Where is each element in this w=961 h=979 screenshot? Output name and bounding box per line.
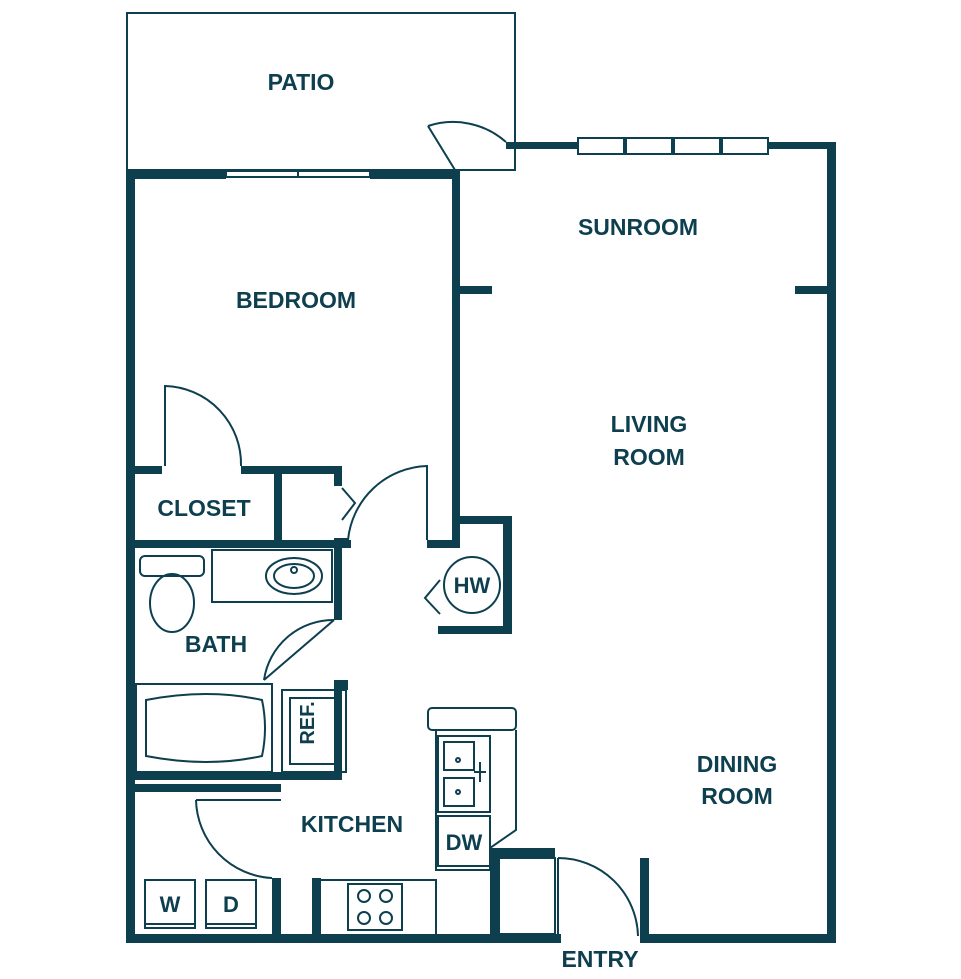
exterior-walls: [126, 142, 836, 943]
patio-swing-door: [427, 121, 507, 171]
room-label-living-1: LIVING: [611, 411, 688, 437]
room-label-living-2: ROOM: [613, 444, 685, 470]
washer: [144, 879, 196, 929]
vanity: [211, 549, 333, 603]
bath-door: [263, 618, 335, 681]
room-label-dining-2: ROOM: [701, 783, 773, 809]
fixture-label-hw: HW: [454, 573, 491, 598]
closet-door: [164, 384, 243, 467]
water-heater: [443, 556, 501, 614]
fixture-label-washer: W: [160, 892, 181, 917]
patio-sliding-door: [225, 170, 371, 178]
linen-closet-door: [341, 487, 357, 521]
room-label-sunroom: SUNROOM: [578, 214, 698, 240]
dryer: [205, 879, 257, 929]
room-label-patio: PATIO: [268, 69, 335, 95]
entry-closet: [498, 857, 556, 935]
laundry-door: [195, 799, 281, 879]
fixture-label-dw: DW: [446, 830, 483, 855]
entry-door: [557, 857, 639, 937]
fixture-label-dryer: D: [223, 892, 239, 917]
hw-closet-door: [423, 579, 441, 615]
toilet: [139, 555, 205, 633]
bedroom-door: [347, 464, 428, 541]
dishwasher: [437, 815, 491, 867]
interior-walls: [126, 170, 835, 943]
sunroom-windows: [577, 137, 769, 155]
fixture-label-ref: REF.: [297, 701, 319, 744]
room-label-closet: CLOSET: [157, 495, 250, 521]
bathtub: [135, 683, 273, 773]
room-label-bath: BATH: [185, 631, 247, 657]
room-label-kitchen: KITCHEN: [301, 811, 403, 837]
range: [319, 879, 437, 937]
room-label-entry: ENTRY: [561, 946, 638, 972]
room-label-dining-1: DINING: [697, 751, 778, 777]
refrigerator: [281, 689, 347, 773]
room-label-bedroom: BEDROOM: [236, 287, 356, 313]
